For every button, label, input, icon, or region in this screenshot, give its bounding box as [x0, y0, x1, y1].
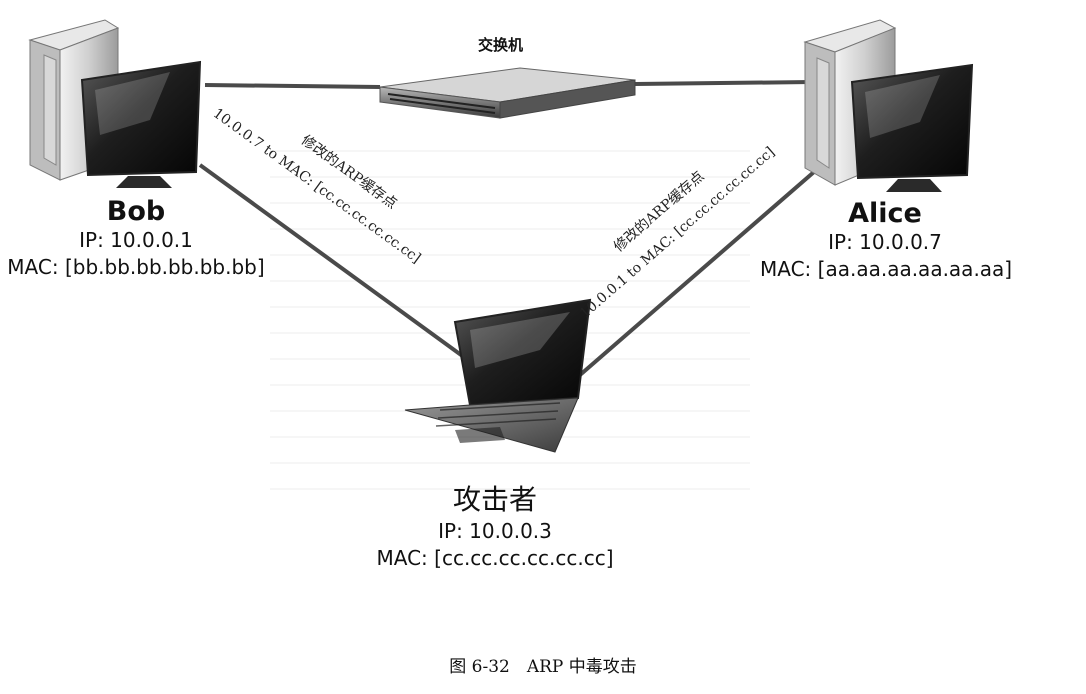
link-bob-switch — [204, 83, 381, 89]
attacker-mac: MAC: [cc.cc.cc.cc.cc.cc] — [376, 546, 614, 570]
switch-label: 交换机 — [478, 36, 524, 54]
alice-name: Alice — [848, 198, 922, 229]
attacker-laptop-icon — [404, 298, 592, 453]
bob-mac: MAC: [bb.bb.bb.bb.bb.bb] — [7, 255, 265, 279]
alice-ip: IP: 10.0.0.7 — [828, 230, 942, 254]
alice-mac: MAC: [aa.aa.aa.aa.aa.aa] — [760, 257, 1013, 281]
alice-attacker-annotation: 修改的ARP缓存点 10.0.0.1 to MAC: [cc.cc.cc.cc.… — [577, 144, 778, 322]
alice-computer-icon — [803, 19, 974, 192]
switch-icon — [379, 67, 636, 119]
bob-name: Bob — [106, 196, 166, 227]
link-switch-alice — [634, 80, 813, 86]
bob-label-group: Bob IP: 10.0.0.1 MAC: [bb.bb.bb.bb.bb.bb… — [0, 196, 272, 281]
alice-arp-label-2: 10.0.0.1 to MAC: [cc.cc.cc.cc.cc.cc] — [577, 144, 778, 322]
attacker-ip: IP: 10.0.0.3 — [438, 519, 552, 543]
link-alice-attacker — [563, 163, 824, 390]
bob-computer-icon — [28, 19, 202, 188]
figure-caption: 图 6-32 ARP 中毒攻击 — [449, 657, 637, 677]
attacker-label-group: 攻击者 IP: 10.0.0.3 MAC: [cc.cc.cc.cc.cc.cc… — [360, 478, 630, 572]
bob-ip: IP: 10.0.0.1 — [79, 228, 193, 252]
attacker-name: 攻击者 — [452, 483, 537, 516]
link-bob-attacker — [198, 163, 470, 362]
alice-label-group: Alice IP: 10.0.0.7 MAC: [aa.aa.aa.aa.aa.… — [760, 198, 1013, 283]
